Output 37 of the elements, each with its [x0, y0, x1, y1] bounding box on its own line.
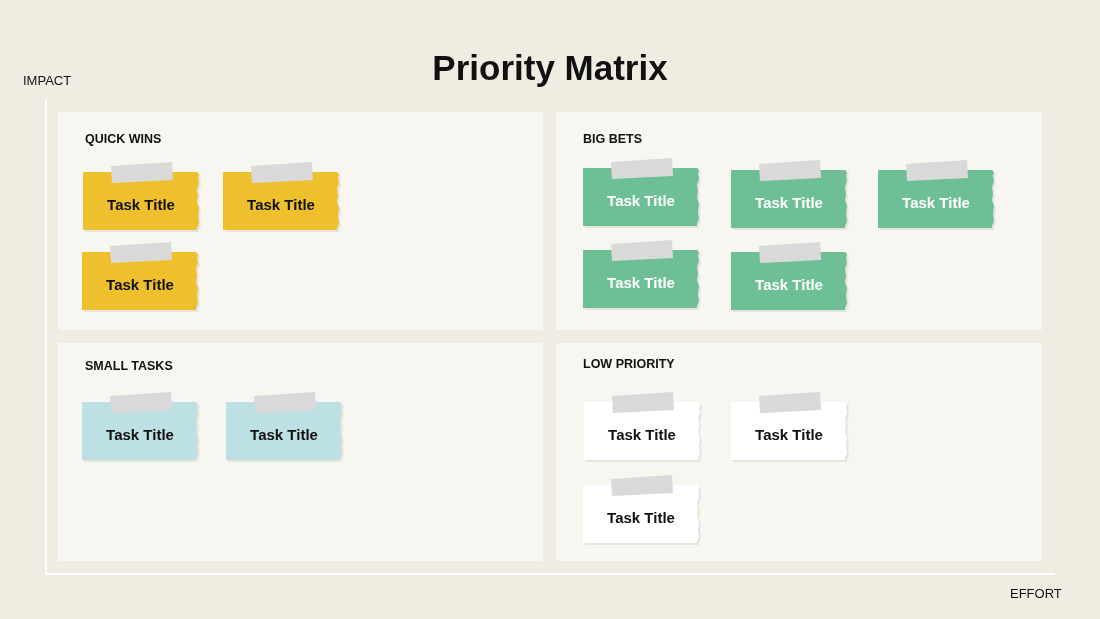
note-title: Task Title [247, 194, 315, 213]
quadrant-panel [556, 343, 1042, 561]
note-title: Task Title [106, 424, 174, 443]
quadrant-panel [556, 112, 1042, 330]
note-title: Task Title [755, 424, 823, 443]
sticky-note [223, 162, 343, 232]
quadrant-heading: BIG BETS [583, 132, 643, 147]
quadrant-heading: QUICK WINS [85, 132, 162, 147]
sticky-note [583, 240, 703, 310]
sticky-note [226, 392, 346, 462]
sticky-note [583, 158, 703, 228]
diagram-title: Priority Matrix [432, 48, 668, 88]
note-title: Task Title [250, 424, 318, 443]
note-title: Task Title [607, 272, 675, 291]
sticky-note [878, 160, 998, 230]
quadrant-panel [58, 343, 543, 561]
note-title: Task Title [608, 424, 676, 443]
sticky-note [731, 242, 851, 312]
sticky-note [731, 392, 851, 462]
axis-label: IMPACT [23, 73, 72, 88]
note-title: Task Title [607, 190, 675, 209]
note-title: Task Title [755, 274, 823, 293]
axis-label: EFFORT [1010, 586, 1062, 601]
note-title: Task Title [607, 507, 675, 526]
sticky-note [731, 160, 851, 230]
sticky-note [584, 392, 704, 462]
sticky-note [82, 392, 202, 462]
note-title: Task Title [107, 194, 175, 213]
sticky-note [583, 475, 703, 545]
note-title: Task Title [755, 192, 823, 211]
note-title: Task Title [106, 274, 174, 293]
note-title: Task Title [902, 192, 970, 211]
sticky-note [82, 242, 202, 312]
quadrant-heading: LOW PRIORITY [583, 357, 675, 372]
sticky-note [83, 162, 203, 232]
quadrant-panel [58, 112, 543, 330]
quadrant-heading: SMALL TASKS [85, 359, 173, 374]
